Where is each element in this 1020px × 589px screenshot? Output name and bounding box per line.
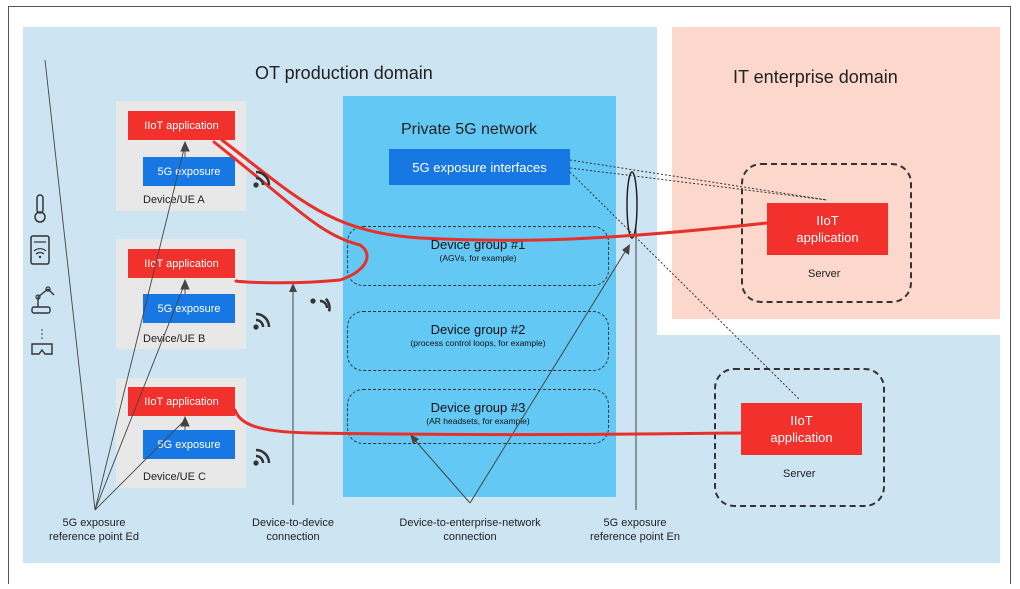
caption-ref-en: 5G exposure reference point En [575,516,695,544]
server-ot-label: Server [783,468,816,480]
server-ot-app-line2: application [770,430,833,445]
arrowhead-b [180,278,190,290]
iiot-app-box-a: IIoT application [128,111,235,140]
exposure-box-c: 5G exposure [143,430,235,459]
red-connection-a-b [212,140,369,285]
iiot-app-box-c: IIoT application [128,387,235,416]
caption-d2e: Device-to-enterprise-network connection [380,516,560,544]
ref-ed-line-1 [44,59,96,511]
server-it-app-line2: application [796,230,859,245]
device-label-c: Device/UE C [143,471,206,483]
caption-ref-ed-line2: reference point Ed [49,531,139,543]
thermometer-icon [34,194,46,223]
robot-arm-icon [31,286,55,314]
red-connections [212,138,769,437]
it-domain-title: IT enterprise domain [733,67,898,87]
ref-ed-line-3 [94,282,186,511]
d2e-arrowhead-left [410,434,419,444]
dotted-link-it-1 [569,159,828,201]
device-label-b: Device/UE B [143,333,206,345]
wireless-signal-icon [310,297,331,312]
ar-headset-icon [31,329,53,355]
ref-ed-line-4 [94,419,186,511]
caption-ref-ed-line1: 5G exposure [62,517,126,529]
caption-d2d-line2: connection [266,531,320,543]
arrowhead-c [180,415,190,427]
device-group-2-subtitle: (process control loops, for example) [410,338,546,348]
caption-d2d: Device-to-device connection [233,516,353,544]
device-group-1-subtitle: (AGVs, for example) [439,253,517,263]
it-domain-region [672,27,1000,319]
red-connection-a-it [220,138,769,242]
caption-ref-en-line2: reference point En [590,531,680,543]
server-it-app-line1: IIoT [816,213,839,228]
iiot-app-box-b: IIoT application [128,249,235,278]
arrowhead-a [180,140,190,152]
d2e-line-up [469,246,629,504]
ref-en-ellipse [626,171,638,239]
wireless-signal-icon [253,312,271,330]
exposure-box-b: 5G exposure [143,294,235,323]
caption-d2e-line2: connection [443,531,497,543]
ot-domain-title: OT production domain [255,63,433,83]
server-it-label: Server [808,268,841,280]
device-group-3-subtitle: (AR headsets, for example) [426,416,530,426]
wireless-signal-icon [253,170,271,188]
d2d-arrowhead [289,283,297,292]
red-connection-c-server [233,408,743,437]
d2e-line-left [412,437,471,504]
device-label-a: Device/UE A [143,194,205,206]
ref-ed-line-2 [94,144,186,511]
exposure-box-a: 5G exposure [143,157,235,186]
private-network-title: Private 5G network [401,121,538,138]
exposure-interfaces-box: 5G exposure interfaces [389,149,570,185]
dotted-link-it-2 [569,167,828,201]
server-ot-app-line1: IIoT [790,413,813,428]
wireless-signal-icon [253,448,271,466]
caption-ref-en-line1: 5G exposure [603,517,667,529]
device-group-2-title: Device group #2 [430,322,526,337]
device-group-3: Device group #3 (AR headsets, for exampl… [347,389,609,444]
d2e-arrowhead-up [622,244,630,255]
server-it-iiot-app: IIoT application [767,203,888,255]
wifi-device-icon [30,235,50,265]
dotted-link-ot [569,171,801,401]
device-group-2: Device group #2 (process control loops, … [347,311,609,371]
server-ot-iiot-app: IIoT application [741,403,862,455]
diagram-frame [8,6,1011,584]
ref-ed-lines [44,59,190,511]
caption-d2e-line1: Device-to-enterprise-network [399,517,541,529]
device-group-3-title: Device group #3 [430,400,526,415]
caption-d2d-line1: Device-to-device [252,517,334,529]
server-ot [714,368,885,507]
caption-ref-ed: 5G exposure reference point Ed [34,516,154,544]
server-it [741,163,912,303]
exposure-dotted-links [569,159,828,401]
